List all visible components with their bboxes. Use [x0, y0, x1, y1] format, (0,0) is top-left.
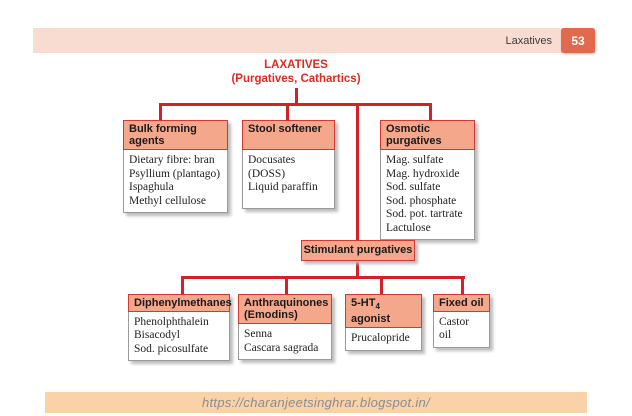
connector-drop-osmotic [429, 103, 432, 122]
connector-drop-anthraquinones [285, 276, 288, 295]
box-osmotic-purgatives-header: Osmotic purgatives [380, 120, 475, 150]
drug-item: Psyllium (plantago) [129, 167, 221, 180]
connector-drop-stool [286, 103, 289, 122]
5ht4-header-pre: 5-HT [351, 296, 376, 309]
5ht4-header-post: agonist [351, 313, 391, 326]
drug-item: Mag. hydroxide [386, 167, 460, 180]
drug-item: Methyl cellulose [129, 194, 206, 207]
drug-item: Prucalopride [351, 332, 410, 345]
drug-item: Dietary fibre: bran [129, 154, 215, 166]
diagram-title-line1: LAXATIVES [264, 59, 328, 71]
box-stool-softener: Stool softener Docusates (DOSS)Liquid pa… [242, 120, 335, 209]
connector-top-horizontal [159, 103, 432, 106]
box-diphenylmethanes-header: Diphenylmethanes [128, 294, 232, 312]
box-5ht4-agonist-header: 5-HT4 agonist [345, 294, 422, 329]
box-bulk-forming-agents-header: Bulk forming agents [123, 120, 228, 150]
5ht4-header-subscript: 4 [375, 301, 380, 311]
page-number-badge: 53 [561, 28, 595, 53]
connector-title-stem [295, 88, 298, 105]
running-head-title: Laxatives [505, 34, 552, 47]
connector-drop-5ht4 [380, 276, 383, 295]
box-fixed-oil: Fixed oil Castor oil [433, 294, 490, 348]
drug-item: Sod. picosulfate [134, 342, 209, 355]
box-stimulant-purgatives: Stimulant purgatives [301, 240, 415, 261]
connector-stimulant-stem [356, 103, 359, 241]
footer-bar: https://charanjeetsinghrar.blogspot.in/ [45, 392, 587, 413]
box-5ht4-agonist: 5-HT4 agonist Prucalopride [345, 294, 422, 351]
box-5ht4-agonist-list: Prucalopride [345, 328, 422, 351]
drug-item: Mag. sulfate [386, 154, 444, 166]
box-stool-softener-header: Stool softener [242, 120, 335, 150]
diagram-title: LAXATIVES (Purgatives, Cathartics) [176, 59, 416, 86]
drug-item: Bisacodyl [134, 329, 180, 341]
drug-item: Sod. phosphate [386, 194, 457, 207]
connector-bottom-horizontal [181, 276, 465, 279]
drug-item: Phenolphthalein [134, 315, 209, 328]
box-fixed-oil-header: Fixed oil [433, 294, 490, 312]
connector-stimulant-down [356, 262, 359, 279]
box-stool-softener-list: Docusates (DOSS)Liquid paraffin [242, 150, 335, 209]
drug-item: Lactulose [386, 221, 431, 234]
drug-item: Sod. pot. tartrate [386, 208, 463, 220]
footer-url-link: https://charanjeetsinghrar.blogspot.in/ [201, 395, 430, 410]
drug-item: Senna [244, 328, 273, 340]
drug-item: Ispaghula [129, 181, 174, 193]
drug-item: Docusates (DOSS) [248, 154, 296, 180]
connector-drop-bulk [159, 103, 162, 122]
diagram-title-line2: (Purgatives, Cathartics) [231, 72, 361, 85]
drug-item: Castor oil [439, 315, 470, 342]
page-header-bar: Laxatives 53 [33, 28, 595, 53]
box-fixed-oil-list: Castor oil [433, 311, 490, 348]
drug-item: Liquid paraffin [248, 181, 318, 193]
box-anthraquinones-header: Anthraquinones (Emodins) [238, 294, 332, 324]
drug-item: Cascara sagrada [244, 341, 319, 354]
drug-item: Sod. sulfate [386, 181, 441, 193]
connector-drop-fixed-oil [461, 276, 464, 295]
connector-drop-diphenylmethanes [181, 276, 184, 295]
